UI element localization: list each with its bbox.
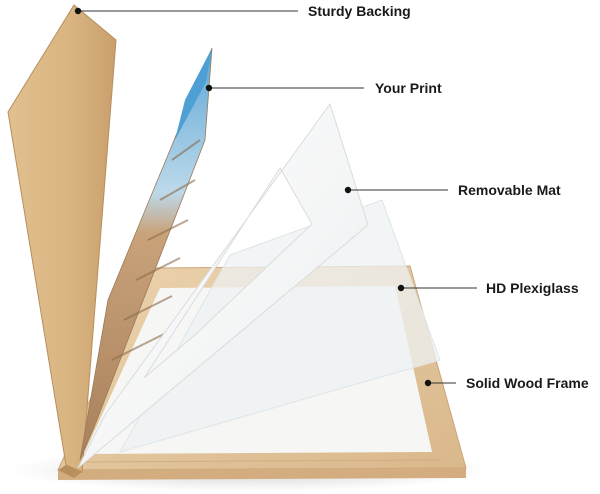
label-hd-plexiglass: HD Plexiglass [486,280,579,296]
label-removable-mat: Removable Mat [458,182,561,198]
print-sheet [79,47,213,461]
backing-edge [58,465,82,478]
label-sturdy-backing: Sturdy Backing [308,3,411,19]
removable-mat [77,102,369,469]
label-solid-wood-frame: Solid Wood Frame [466,375,589,391]
leader-lines [74,7,477,387]
label-your-print: Your Print [375,80,442,96]
